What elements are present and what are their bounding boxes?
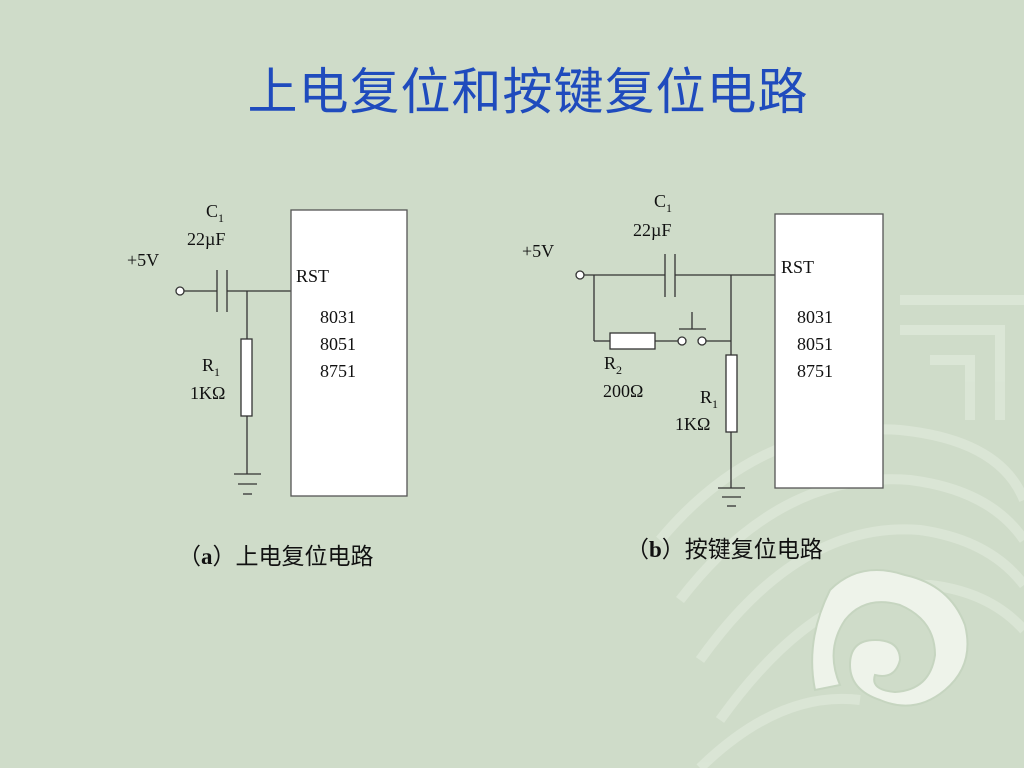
capacitor-a-label: C1 — [206, 201, 224, 225]
switch-contact-right — [697, 336, 707, 346]
capacitor-a-value: 22µF — [187, 229, 225, 249]
supply-b-label: +5V — [522, 241, 554, 261]
chip-a-model-3: 8751 — [320, 361, 356, 381]
caption-b: （b）按键复位电路 — [626, 537, 823, 563]
caption-a: （a）上电复位电路 — [178, 544, 374, 570]
supply-a-label: +5V — [127, 250, 159, 270]
resistor-b-r1-value: 1KΩ — [675, 414, 710, 434]
chip-a-model-2: 8051 — [320, 334, 356, 354]
chip-box-b — [774, 213, 884, 489]
resistor-b-r1 — [725, 354, 738, 433]
chip-b-model-3: 8751 — [797, 361, 833, 381]
page-title: 上电复位和按键复位电路 — [247, 63, 809, 121]
capacitor-b-value: 22µF — [633, 220, 671, 240]
resistor-a-label: R1 — [202, 355, 220, 379]
supply-terminal-b — [575, 270, 585, 280]
resistor-b-r2 — [609, 332, 656, 350]
dragon-motif — [811, 569, 969, 707]
chip-a-model-1: 8031 — [320, 307, 356, 327]
resistor-a-value: 1KΩ — [190, 383, 225, 403]
chip-b-model-2: 8051 — [797, 334, 833, 354]
chip-box-a — [290, 209, 408, 497]
resistor-b-r2-value: 200Ω — [603, 381, 643, 401]
rst-b-label: RST — [781, 257, 814, 277]
rst-a-label: RST — [296, 266, 329, 286]
resistor-b-r2-label: R2 — [604, 353, 622, 377]
resistor-b-r1-label: R1 — [700, 387, 718, 411]
switch-contact-left — [677, 336, 687, 346]
chip-b-model-1: 8031 — [797, 307, 833, 327]
capacitor-b-label: C1 — [654, 191, 672, 215]
